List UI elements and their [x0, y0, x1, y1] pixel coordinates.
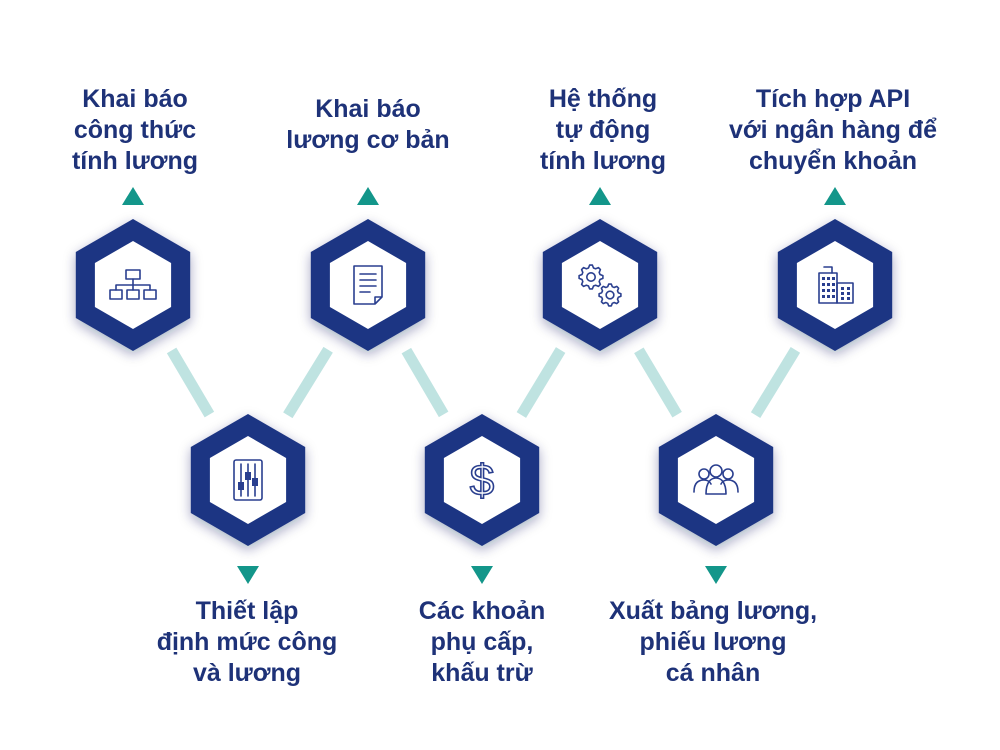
- hexagon-node-step-4: $: [424, 414, 540, 546]
- arrow-down-icon: [705, 566, 727, 584]
- hexagon-node-step-5: [542, 219, 658, 351]
- document-icon: [353, 265, 383, 305]
- caption-line: phiếu lương: [639, 628, 787, 656]
- caption-step-4: Các khoản phụ cấp, khấu trừ: [352, 596, 612, 689]
- caption-line: Thiết lập: [195, 597, 299, 625]
- caption-line: và lương: [192, 659, 302, 687]
- caption-line: định mức công: [156, 628, 338, 656]
- caption-step-3: Khai báo lương cơ bản: [238, 94, 498, 156]
- connectors: [166, 346, 801, 419]
- caption-line: công thức: [73, 116, 197, 144]
- hexagon-node-step-1: [75, 219, 191, 351]
- hexagon-inner: [329, 241, 407, 329]
- caption-line: tính lương: [71, 147, 199, 175]
- connector-line: [516, 347, 566, 418]
- caption-line: Khai báo: [315, 95, 421, 123]
- hexagon-inner: [443, 436, 521, 524]
- arrow-up-icon: [824, 187, 846, 205]
- dollar-icon: $: [469, 455, 495, 506]
- people-icon: [693, 464, 739, 495]
- connector-line: [401, 347, 449, 418]
- caption-line: khấu trừ: [431, 659, 533, 687]
- caption-line: Tích hợp API: [755, 85, 911, 113]
- svg-text:$: $: [470, 456, 494, 505]
- caption-line: Khai báo: [82, 85, 188, 113]
- connector-line: [166, 347, 215, 418]
- caption-step-1: Khai báo công thức tính lương: [5, 84, 265, 177]
- hexagon-node-step-2: [190, 414, 306, 546]
- caption-line: tự động: [555, 116, 651, 144]
- hexagon-node-step-6: [658, 414, 774, 546]
- caption-line: phụ cấp,: [430, 628, 534, 656]
- caption-step-2: Thiết lập định mức công và lương: [117, 596, 377, 689]
- caption-step-7: Tích hợp API với ngân hàng để chuyển kho…: [703, 84, 963, 177]
- caption-line: với ngân hàng để: [728, 116, 938, 144]
- arrow-down-icon: [471, 566, 493, 584]
- caption-line: chuyển khoản: [748, 147, 918, 175]
- gears-icon: [578, 264, 622, 307]
- org-chart-icon: [109, 269, 157, 300]
- arrow-up-icon: [122, 187, 144, 205]
- connector-line: [634, 347, 682, 418]
- nodes: $: [75, 219, 893, 546]
- caption-line: Xuất bảng lương,: [608, 597, 818, 625]
- caption-step-6: Xuất bảng lương, phiếu lương cá nhân: [583, 596, 843, 689]
- connector-line: [750, 347, 801, 418]
- caption-line: lương cơ bản: [286, 126, 450, 154]
- caption-line: tính lương: [539, 147, 667, 175]
- hexagon-inner: [677, 436, 755, 524]
- arrow-up-icon: [357, 187, 379, 205]
- hexagon-node-step-7: [777, 219, 893, 351]
- sliders-icon: [233, 459, 263, 501]
- arrows: [122, 187, 846, 584]
- caption-line: Các khoản: [418, 597, 546, 625]
- caption-step-5: Hệ thống tự động tính lương: [473, 84, 733, 177]
- arrow-down-icon: [237, 566, 259, 584]
- caption-line: Hệ thống: [548, 85, 658, 113]
- hexagon-node-step-3: [310, 219, 426, 351]
- bank-building-icon: [818, 266, 854, 304]
- arrow-up-icon: [589, 187, 611, 205]
- connector-line: [283, 346, 333, 419]
- caption-line: cá nhân: [665, 659, 761, 687]
